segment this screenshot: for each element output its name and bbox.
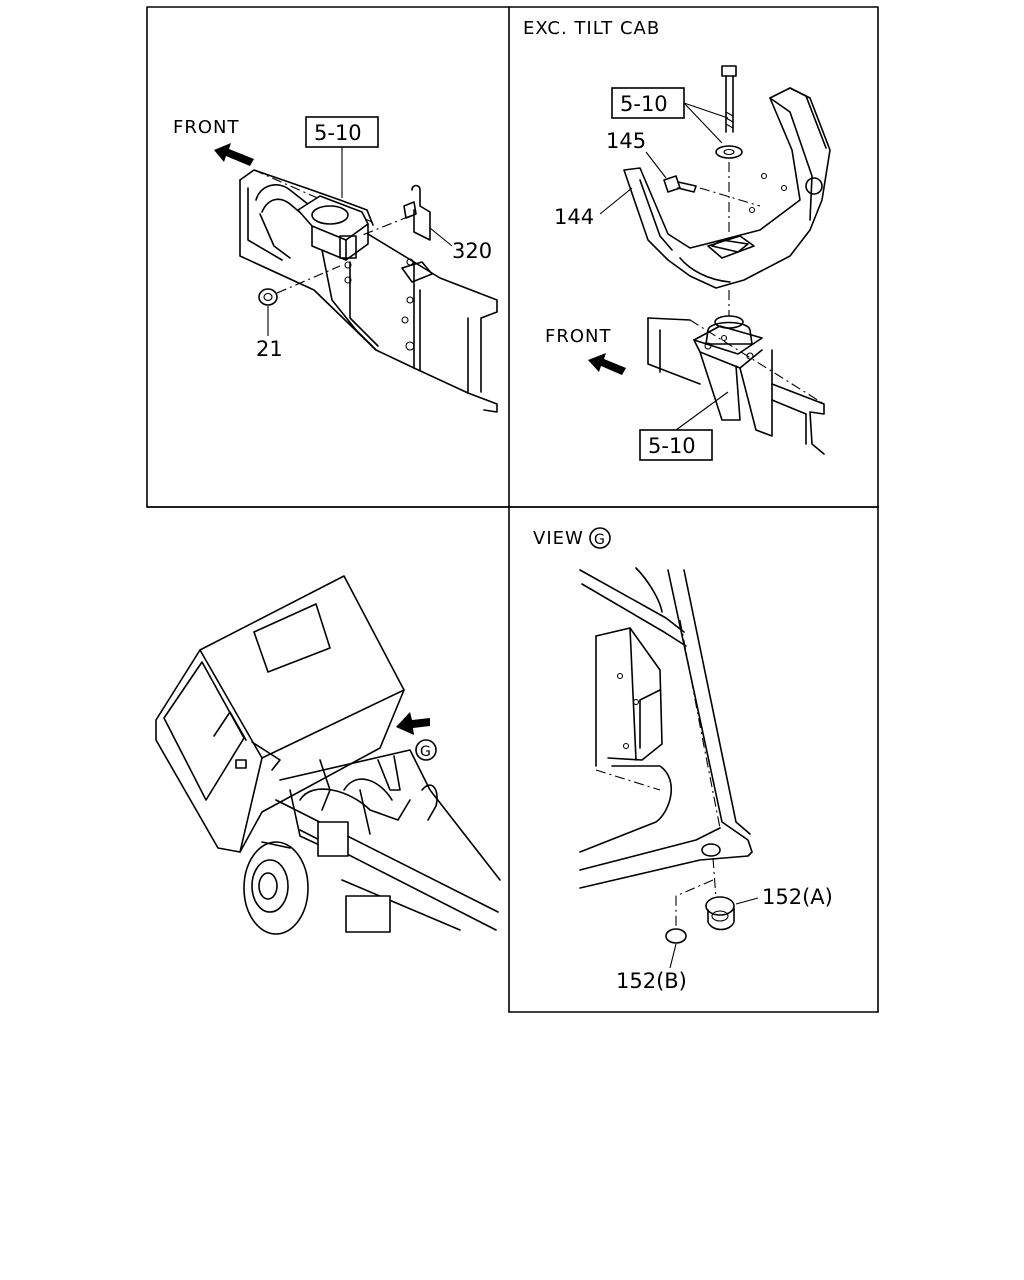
plug-152b [665,879,714,944]
panel-bottom-left: G [155,575,501,935]
view-heading-marker-circle [589,527,611,549]
front-arrow-icon [214,143,254,166]
ref-box-label: 5-10 [314,121,362,145]
front-label: FRONT [173,117,240,138]
panel-top-right: EXC. TILT CAB 5-10 [523,18,831,461]
grommet-152a [705,857,735,931]
bolt [715,65,743,232]
exc-tilt-cab-heading: EXC. TILT CAB [523,18,660,39]
ref-box-5-10-bottom [639,429,713,461]
callout-152b: 152(B) [616,969,687,993]
front-wheel [243,841,309,935]
floor-panel [579,567,753,889]
view-marker-circle [415,739,437,761]
panel-bottom-right: VIEW G [533,527,833,993]
callout-145: 145 [606,129,646,153]
view-heading-marker-letter: G [594,532,606,548]
chassis-frame [275,749,501,933]
view-heading-prefix: VIEW [533,528,584,549]
front-arrow-icon-2 [588,353,626,375]
frame-rail-right [647,317,825,455]
frame-mount [693,290,773,437]
clip-320 [359,184,431,241]
truck-cab [155,575,405,853]
front-label-2: FRONT [545,326,612,347]
callout-320: 320 [452,239,492,263]
view-marker-letter: G [420,744,432,760]
ref-box-top-label: 5-10 [620,92,668,116]
ref-box-bottom-label: 5-10 [648,434,696,458]
bolt-145 [663,175,761,207]
view-arrow-icon [396,712,430,735]
callout-152a: 152(A) [762,885,833,909]
frame-rail [239,169,498,413]
panel-top-left: FRONT 5-10 [173,116,498,413]
mount-bracket [297,195,433,351]
nut-21 [258,265,341,306]
callout-144: 144 [554,205,594,229]
cab-mount-bracket [623,87,831,289]
panel-frames [146,6,879,1013]
ref-box-5-10 [305,116,379,148]
callout-21: 21 [256,337,283,361]
